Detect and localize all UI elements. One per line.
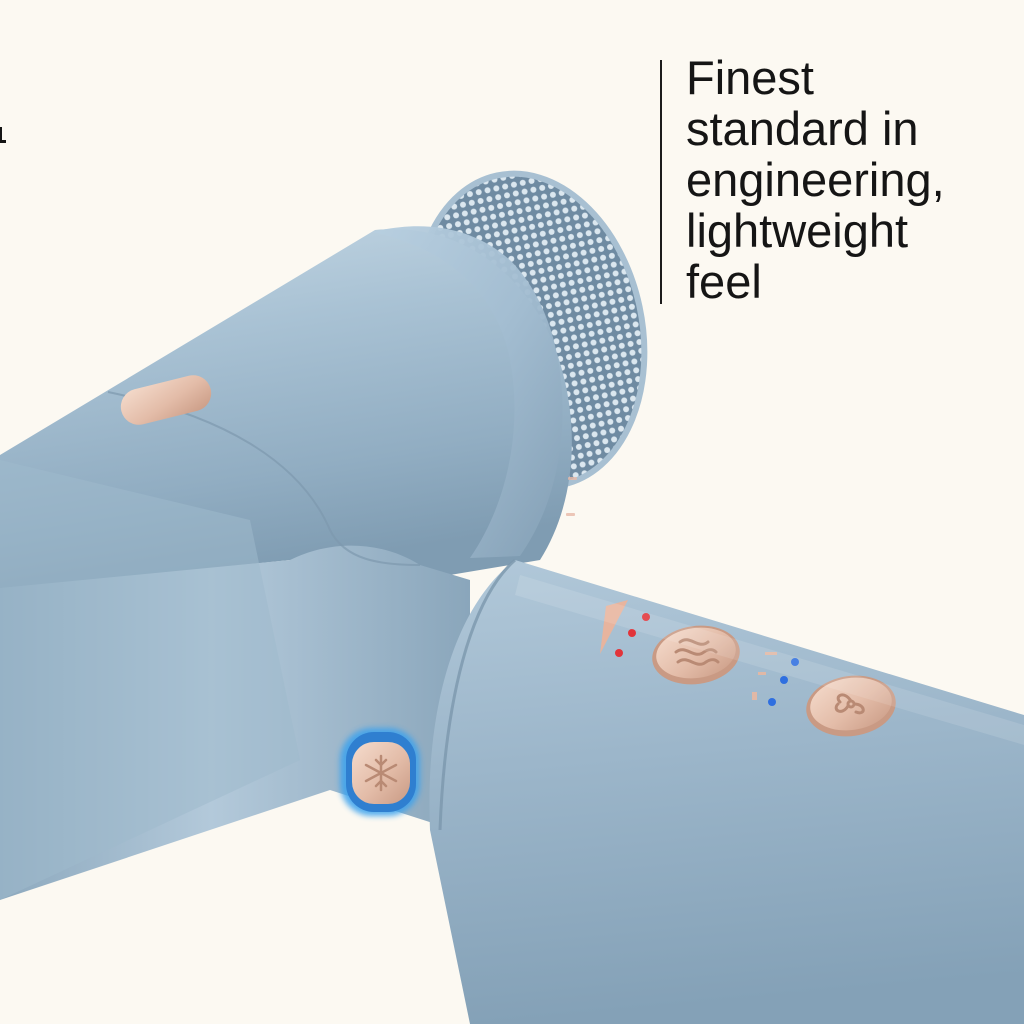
edge-mark (0, 127, 6, 143)
heat-button[interactable] (648, 620, 743, 690)
heat-wave-icon (674, 638, 720, 666)
speed-level-indicator (752, 652, 799, 706)
divider-line (660, 60, 662, 304)
fan-icon (834, 693, 865, 715)
headline: Finest standard in engineering, lightwei… (686, 51, 945, 308)
cool-shot-button[interactable] (340, 728, 420, 816)
fan-speed-button[interactable] (802, 670, 899, 742)
heat-level-indicator (600, 600, 650, 657)
snowflake-icon (364, 754, 398, 792)
